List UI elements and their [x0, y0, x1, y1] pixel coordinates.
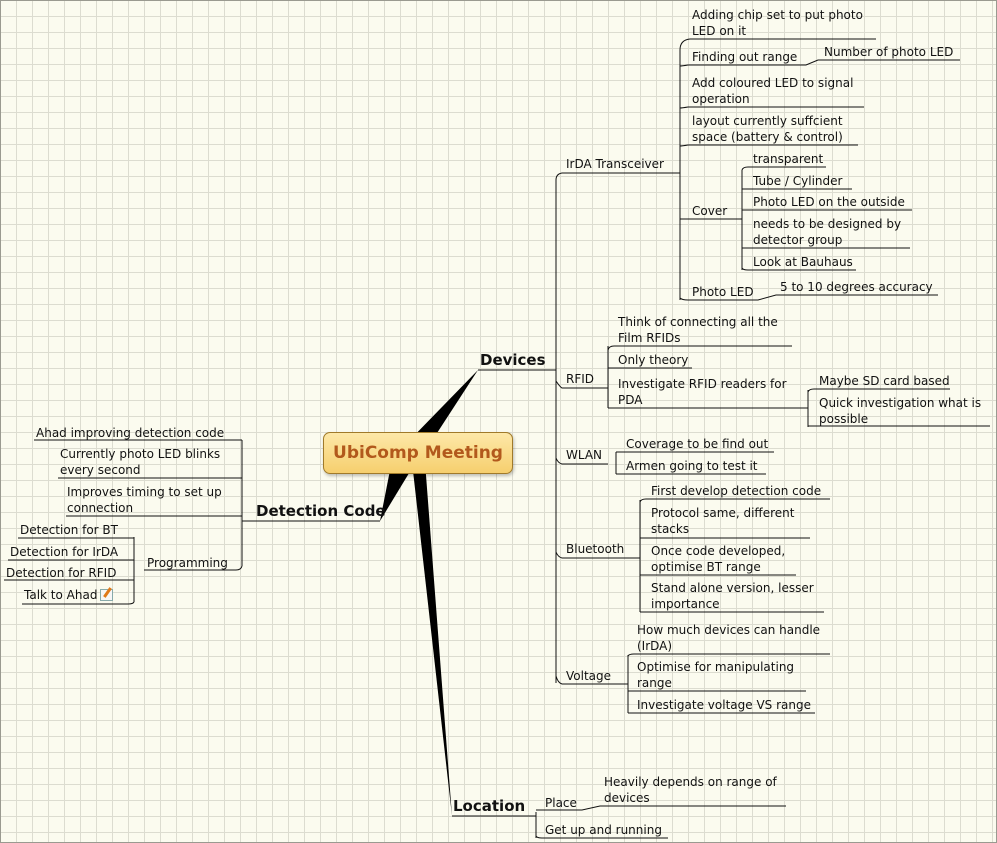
- topic-photo-led[interactable]: Photo LED: [692, 285, 754, 299]
- topic-talk-to-ahad[interactable]: Talk to Ahad: [24, 587, 114, 603]
- topic-get-up-running[interactable]: Get up and running: [545, 823, 662, 837]
- topic-armen-test[interactable]: Armen going to test it: [626, 459, 758, 473]
- topic-location[interactable]: Location: [453, 797, 526, 815]
- topic-only-theory[interactable]: Only theory: [618, 353, 689, 367]
- topic-ahad-improving[interactable]: Ahad improving detection code: [36, 426, 225, 440]
- topic-detection-irda[interactable]: Detection for IrDA: [10, 545, 119, 559]
- topic-degrees-accuracy[interactable]: 5 to 10 degrees accuracy: [780, 280, 933, 294]
- topic-detection-code[interactable]: Detection Code: [256, 502, 386, 520]
- topic-irda-transceiver[interactable]: IrDA Transceiver: [566, 157, 664, 171]
- topic-finding-out-range[interactable]: Finding out range: [692, 50, 798, 64]
- topic-photo-led-blinks[interactable]: Currently photo LED blinks every second: [60, 447, 221, 477]
- topic-first-develop-detection[interactable]: First develop detection code: [651, 484, 822, 498]
- topic-improves-timing[interactable]: Improves timing to set up connection: [67, 485, 222, 515]
- topic-programming[interactable]: Programming: [147, 556, 228, 570]
- topic-adding-chip-set[interactable]: Adding chip set to put photo LED on it: [692, 8, 863, 38]
- topic-how-much-devices[interactable]: How much devices can handle (IrDA): [637, 623, 821, 653]
- topic-optimise-manipulating-range[interactable]: Optimise for manipulating range: [637, 660, 795, 690]
- topic-look-at-bauhaus[interactable]: Look at Bauhaus: [753, 255, 853, 269]
- topic-bluetooth[interactable]: Bluetooth: [566, 542, 625, 556]
- topic-number-of-photo-led[interactable]: Number of photo LED: [824, 45, 954, 59]
- topic-sd-card-based[interactable]: Maybe SD card based: [819, 374, 950, 388]
- root-topic[interactable]: UbiComp Meeting: [323, 432, 513, 474]
- branch-location: [412, 462, 452, 816]
- talk-to-ahad-label: Talk to Ahad: [24, 588, 98, 602]
- topic-heavily-depends[interactable]: Heavily depends on range of devices: [604, 775, 777, 805]
- topic-stand-alone-version[interactable]: Stand alone version, lesser importance: [651, 581, 814, 611]
- topic-cover[interactable]: Cover: [692, 204, 728, 218]
- topic-detection-bt[interactable]: Detection for BT: [20, 523, 118, 537]
- topic-tube-cylinder[interactable]: Tube / Cylinder: [753, 174, 843, 188]
- topic-layout-sufficient-space[interactable]: layout currently suffcient space (batter…: [692, 114, 843, 144]
- topic-voltage[interactable]: Voltage: [566, 669, 612, 683]
- topic-connecting-film-rfids[interactable]: Think of connecting all the Film RFIDs: [618, 315, 778, 345]
- topic-investigate-voltage[interactable]: Investigate voltage VS range: [637, 698, 811, 712]
- root-topic-label: UbiComp Meeting: [333, 443, 503, 463]
- topic-rfid[interactable]: RFID: [566, 372, 595, 386]
- topic-investigate-rfid-readers[interactable]: Investigate RFID readers for PDA: [618, 377, 787, 407]
- topic-devices[interactable]: Devices: [480, 351, 546, 369]
- notepad-pencil-icon: [100, 589, 114, 601]
- topic-protocol-same[interactable]: Protocol same, different stacks: [651, 506, 795, 536]
- topic-wlan[interactable]: WLAN: [566, 448, 603, 462]
- topic-add-coloured-led[interactable]: Add coloured LED to signal operation: [692, 76, 854, 106]
- topic-detection-rfid[interactable]: Detection for RFID: [6, 566, 117, 580]
- topic-place[interactable]: Place: [545, 796, 577, 810]
- topic-optimise-bt-range[interactable]: Once code developed, optimise BT range: [651, 544, 786, 574]
- topic-photo-led-outside[interactable]: Photo LED on the outside: [753, 195, 905, 209]
- topic-quick-investigation[interactable]: Quick investigation what is possible: [819, 396, 982, 426]
- topic-coverage-find-out[interactable]: Coverage to be find out: [626, 437, 769, 451]
- topic-designed-by-detector-group[interactable]: needs to be designed by detector group: [753, 217, 902, 247]
- topic-transparent[interactable]: transparent: [753, 152, 824, 166]
